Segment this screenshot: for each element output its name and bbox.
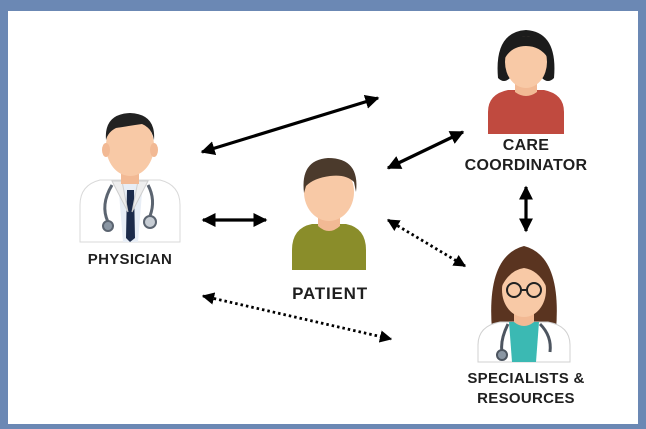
specialists-label-line2: RESOURCES [477,390,575,408]
care-coordinator-label: CARE COORDINATOR [440,136,612,176]
specialists-label-line1: SPECIALISTS & [467,370,585,387]
care-coordinator-figure [488,30,564,134]
physician-label: PHYSICIAN [87,251,173,268]
arrow-patient-coordinator [386,130,465,170]
care-coordinator-label-line2: COORDINATOR [464,157,588,174]
patient-figure [292,158,366,270]
care-coordinator-label-line1: CARE [502,137,550,154]
arrow-physician-coordinator [200,94,380,156]
dotted-arrow-physician-specialists [201,292,393,343]
specialist-figure [477,246,571,363]
dotted-arrow-patient-specialists [386,218,467,268]
specialists-label: SPECIALISTS & RESOURCES [436,369,616,410]
physician-figure [79,113,181,243]
patient-label: PATIENT [292,284,368,303]
